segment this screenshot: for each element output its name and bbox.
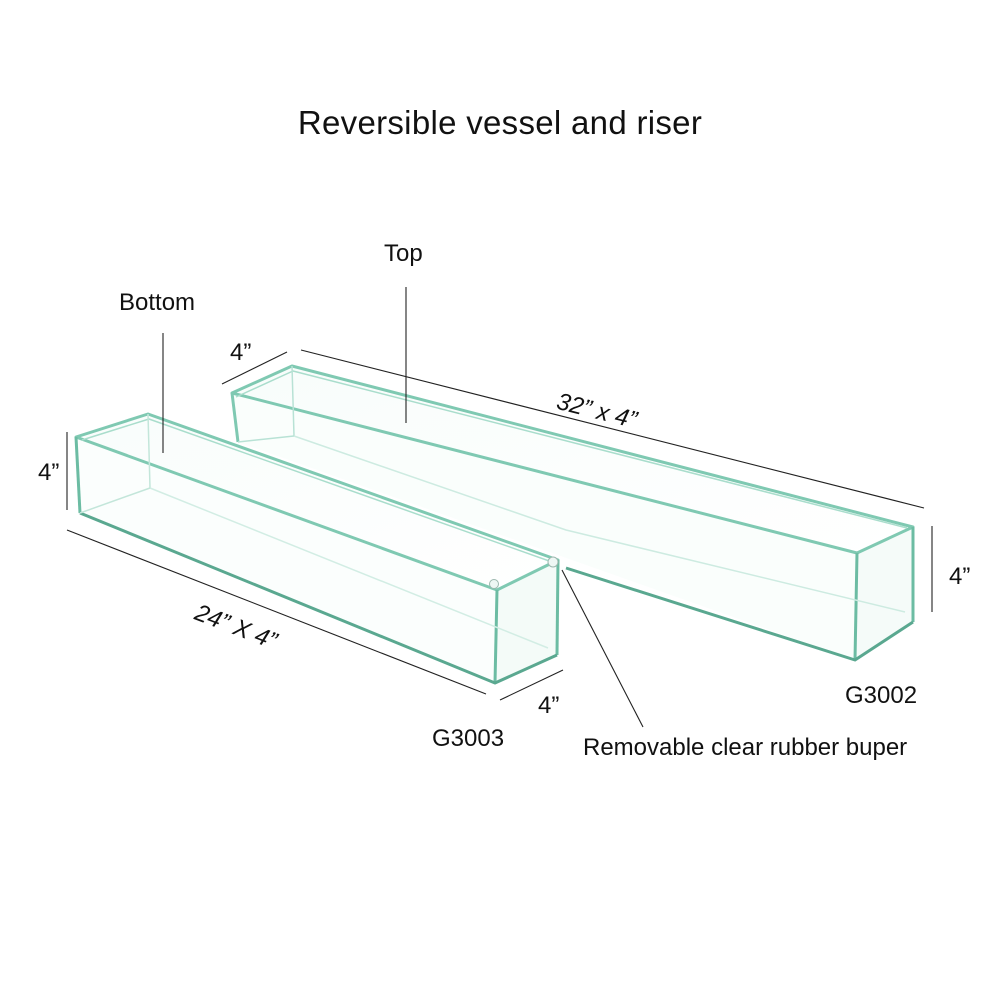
top-sku: G3002 bbox=[845, 682, 918, 709]
diagram-title: Reversible vessel and riser bbox=[297, 104, 703, 141]
top-vessel bbox=[230, 364, 915, 662]
bottom-sku: G3003 bbox=[432, 725, 505, 752]
top-label: Top bbox=[384, 240, 423, 267]
bottom-width-dim: 4” bbox=[538, 692, 560, 719]
bumper-label: Removable clear rubber buper bbox=[583, 734, 908, 761]
top-width-dim-line bbox=[221, 351, 288, 385]
bottom-width-dim-line bbox=[499, 669, 564, 701]
bottom-length-dim-line bbox=[66, 529, 487, 695]
dimension-lines bbox=[66, 287, 933, 728]
rubber-bumper bbox=[489, 579, 499, 589]
top-height-dim: 4” bbox=[949, 563, 971, 590]
top-width-dim: 4” bbox=[230, 339, 252, 366]
bottom-height-dim: 4” bbox=[38, 459, 60, 486]
top-length-dim-line bbox=[300, 349, 925, 509]
bottom-vessel bbox=[74, 412, 560, 685]
bottom-label: Bottom bbox=[119, 289, 196, 316]
bumper-callout-line bbox=[561, 569, 644, 728]
rubber-bumper bbox=[547, 556, 559, 568]
